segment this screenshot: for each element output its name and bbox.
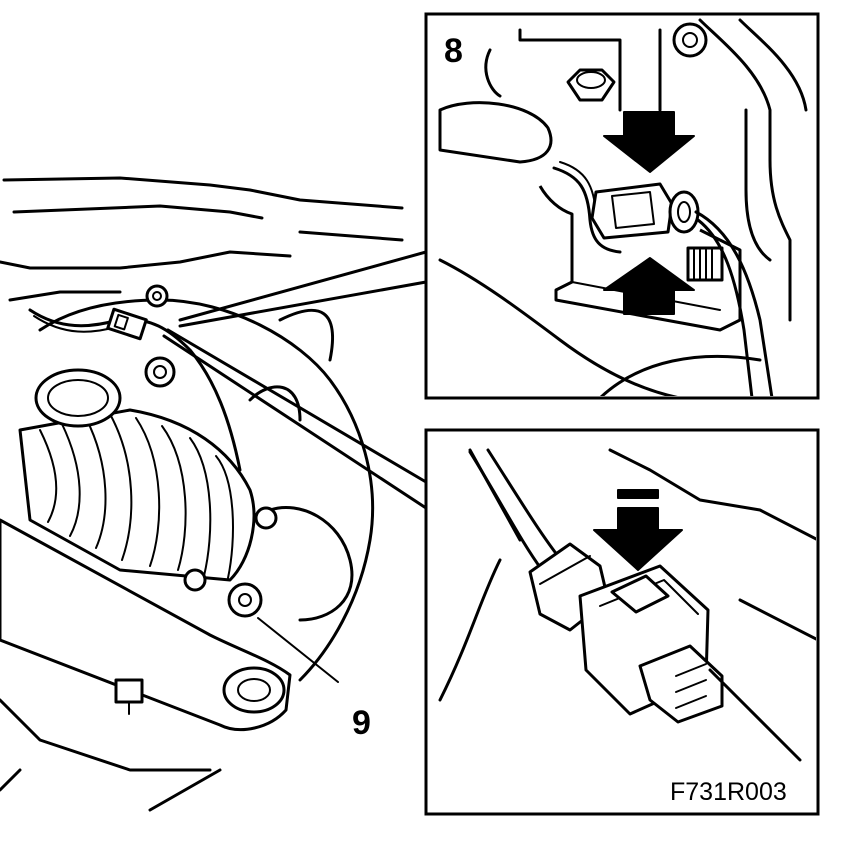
electrical-connector: [578, 564, 724, 724]
body-member-outline: [2, 176, 404, 210]
inset-bolt: [566, 68, 616, 102]
steering-knuckle: [38, 298, 375, 682]
hub-bolt: [227, 582, 263, 618]
rubber-bracket: [438, 101, 553, 164]
leader-to-inset-8: [178, 250, 428, 322]
ball-joint-nut: [114, 678, 144, 715]
bolt-knuckle: [144, 356, 176, 388]
hub-assembly: [183, 505, 354, 622]
release-tab: [610, 574, 670, 614]
connector-cable: [468, 450, 544, 572]
inset-wire: [552, 166, 622, 254]
control-arm-bushing: [222, 666, 286, 714]
leader-to-callout-9: [257, 617, 339, 683]
sensor-cable: [694, 210, 774, 396]
press-arrow-top: [603, 111, 695, 173]
inset-bolt-top: [672, 22, 708, 58]
driveshaft-end: [34, 368, 122, 428]
leader-lines: [162, 250, 428, 683]
release-arrow: [593, 489, 683, 571]
callout-9: 9: [352, 704, 371, 742]
figure-code: F731R003: [670, 778, 787, 806]
lower-control-arm: [0, 518, 292, 732]
inset-sensor-clip: 8: [424, 12, 820, 400]
press-arrow-bottom: [603, 257, 695, 315]
inset-connector-detail: F731R003: [424, 428, 820, 816]
leader-to-inset-connector: [166, 328, 428, 484]
connector-main-view: [106, 307, 148, 341]
driveshaft-boot: [18, 408, 256, 582]
sensor-wire-main: [28, 308, 242, 472]
threaded-stud: [686, 246, 724, 282]
main-suspension-view: [0, 176, 404, 812]
bolt-upper: [145, 284, 169, 308]
callout-8: 8: [444, 32, 463, 70]
wheel-speed-sensor: [590, 182, 700, 240]
